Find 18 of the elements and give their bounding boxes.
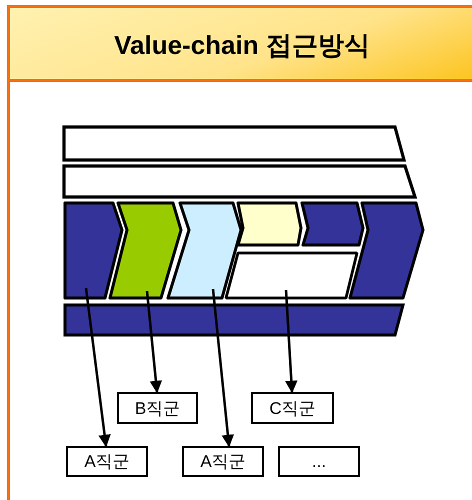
job-group-box: ...	[278, 446, 360, 477]
title: Value-chain 접근방식	[113, 29, 371, 62]
chevron-shape	[238, 203, 301, 245]
chevron-shape	[302, 203, 363, 245]
arrow	[212, 288, 234, 448]
arrow	[284, 290, 298, 394]
bar-shape	[64, 166, 415, 197]
job-group-box: B직군	[117, 392, 198, 424]
job-group-box: C직군	[251, 392, 334, 424]
job-group-box: A직군	[66, 446, 148, 477]
arrow	[84, 288, 111, 448]
chevron-shape	[168, 203, 241, 298]
arrow	[146, 290, 162, 394]
bar-shape	[64, 127, 404, 160]
job-group-box: A직군	[182, 446, 264, 477]
parallelogram-shape	[226, 253, 357, 298]
chevron-shape	[110, 203, 181, 298]
chevron-shape	[65, 203, 122, 298]
